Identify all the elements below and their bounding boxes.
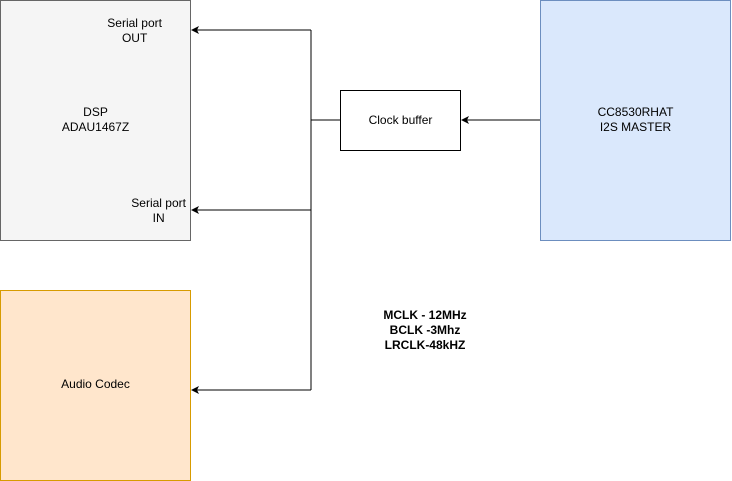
dsp-block[interactable]: Serial port OUT DSP ADAU1467Z Serial por… — [0, 0, 191, 241]
serial-port-out-line1: Serial port — [107, 16, 162, 30]
clock-buffer-block[interactable]: Clock buffer — [340, 90, 461, 151]
serial-port-out-line2: OUT — [121, 31, 148, 45]
master-title-group: CC8530RHAT I2S MASTER — [541, 105, 730, 135]
serial-port-out-label: Serial port OUT — [107, 16, 162, 46]
lrclk-spec: LRCLK-48kHZ — [384, 338, 466, 352]
master-role: I2S MASTER — [599, 120, 672, 134]
serial-port-in-line2: IN — [152, 211, 165, 225]
clock-buffer-label: Clock buffer — [368, 113, 433, 127]
master-title: CC8530RHAT — [597, 105, 674, 119]
dsp-part-number: ADAU1467Z — [61, 120, 130, 134]
audio-codec-block[interactable]: Audio Codec — [0, 290, 191, 481]
serial-port-in-label: Serial port IN — [131, 196, 186, 226]
serial-port-in-line1: Serial port — [131, 196, 186, 210]
i2s-master-block[interactable]: CC8530RHAT I2S MASTER — [540, 0, 731, 241]
audio-codec-label: Audio Codec — [61, 377, 130, 391]
dsp-title: DSP — [83, 105, 108, 119]
clock-spec-note: MCLK - 12MHz BCLK -3Mhz LRCLK-48kHZ — [355, 308, 495, 353]
bclk-spec: BCLK -3Mhz — [389, 323, 461, 337]
mclk-spec: MCLK - 12MHz — [383, 308, 467, 322]
dsp-title-group: DSP ADAU1467Z — [1, 105, 190, 135]
